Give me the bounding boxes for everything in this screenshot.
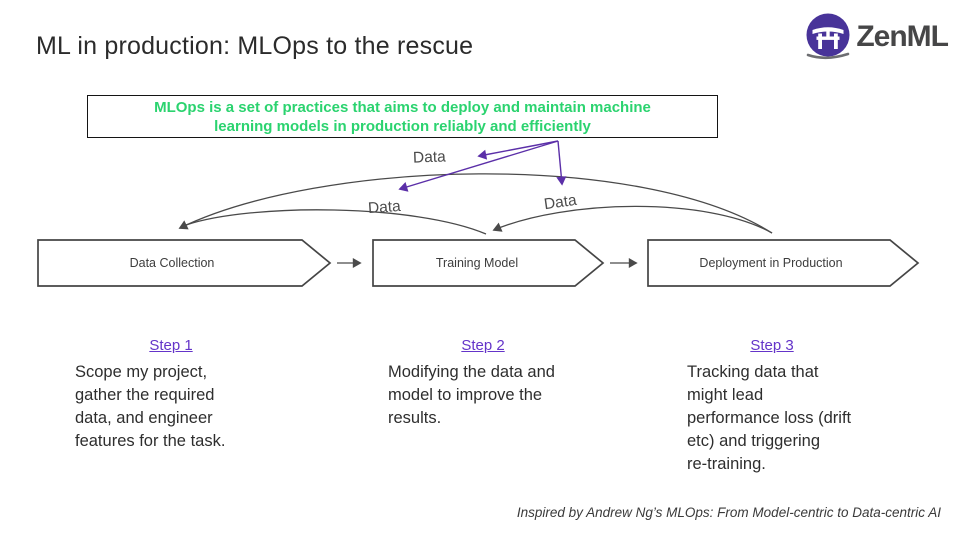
chevron-deployment: [647, 239, 920, 287]
data-label-left: Data: [367, 197, 402, 218]
arc-deployment-to-training-model: [492, 205, 773, 234]
box-label-deployment: Deployment in Production: [699, 256, 843, 270]
box-label-training-model: Training Model: [435, 256, 519, 270]
step-1-link[interactable]: Step 1: [149, 337, 193, 354]
step-2-description: Modifying the data and model to improve …: [388, 363, 555, 427]
step-1-description: Scope my project, gather the required da…: [75, 363, 226, 450]
zenml-wordmark: ZenML: [856, 20, 949, 53]
step-3-link[interactable]: Step 3: [750, 337, 794, 354]
box-label-data-collection: Data Collection: [129, 256, 215, 270]
torii-gate-icon: [806, 13, 850, 60]
arc-deployment-to-data-collection: [178, 173, 773, 234]
pointer-to-data-label-3: [556, 140, 567, 186]
attribution-text: Inspired by Andrew Ng’s MLOps: From Mode…: [516, 505, 941, 520]
chevron-data-collection: [37, 239, 332, 287]
definition-line-1: MLOps is a set of practices that aims to…: [154, 98, 651, 116]
arc-training-model-to-data-collection: [185, 209, 487, 235]
definition-line-2: learning models in production reliably a…: [214, 117, 591, 135]
step-2-link[interactable]: Step 2: [461, 337, 505, 354]
mlops-definition-box: MLOps is a set of practices that aims to…: [87, 95, 718, 138]
page-title: ML in production: MLOps to the rescue: [36, 32, 474, 60]
pointer-to-data-label-2: [398, 140, 559, 192]
data-label-top: Data: [412, 148, 447, 167]
zenml-logo: ZenML: [804, 12, 949, 62]
step-3-description: Tracking data that might lead performanc…: [687, 363, 852, 473]
chevron-training-model: [372, 239, 605, 287]
pointer-to-data-label-1: [477, 140, 559, 160]
